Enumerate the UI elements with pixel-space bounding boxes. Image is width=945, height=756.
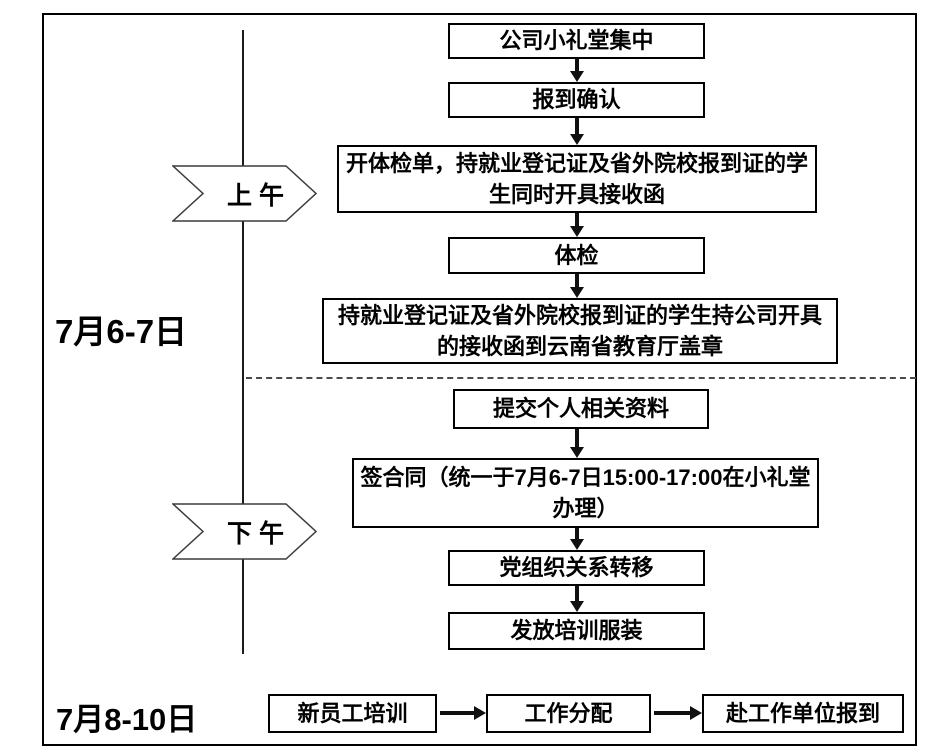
step-box-job-assignment: 工作分配 [486, 694, 651, 733]
date-label-jul-6-7: 7月6-7日 [55, 313, 188, 350]
diagram-border [42, 13, 917, 746]
down-arrow-icon [570, 528, 584, 550]
down-arrow-icon [570, 59, 584, 82]
down-arrow-icon [570, 213, 584, 237]
right-arrow-icon [440, 706, 486, 720]
step-box-assemble-auditorium: 公司小礼堂集中 [448, 23, 705, 59]
morning-afternoon-divider [246, 377, 916, 379]
down-arrow-icon [570, 274, 584, 298]
right-arrow-icon [654, 706, 702, 720]
step-box-issue-training-uniform: 发放培训服装 [448, 612, 705, 650]
period-label-morning: 上 午 [227, 181, 284, 210]
step-box-report-to-work-unit: 赴工作单位报到 [702, 694, 904, 733]
period-chevron-morning: 上 午 [172, 165, 317, 222]
step-box-education-dept-stamp: 持就业登记证及省外院校报到证的学生持公司开具的接收函到云南省教育厅盖章 [322, 298, 838, 364]
chevron-shape-icon [172, 503, 317, 560]
step-box-registration-confirm: 报到确认 [448, 82, 705, 118]
down-arrow-icon [570, 429, 584, 458]
down-arrow-icon [570, 118, 584, 145]
period-chevron-afternoon: 下 午 [172, 503, 317, 560]
step-box-medical-form-acceptance-letter: 开体检单，持就业登记证及省外院校报到证的学生同时开具接收函 [337, 145, 817, 213]
step-box-sign-contract: 签合同（统一于7月6-7日15:00-17:00在小礼堂办理） [352, 458, 819, 528]
down-arrow-icon [570, 586, 584, 612]
timeline-vertical-line [242, 30, 244, 654]
step-box-submit-personal-materials: 提交个人相关资料 [453, 389, 709, 429]
period-label-afternoon: 下 午 [227, 519, 284, 548]
step-box-medical-exam: 体检 [448, 237, 705, 274]
chevron-shape-icon [172, 165, 317, 222]
step-box-new-employee-training: 新员工培训 [268, 694, 437, 733]
step-box-party-relation-transfer: 党组织关系转移 [448, 550, 705, 586]
date-label-jul-8-10: 7月8-10日 [56, 702, 198, 737]
